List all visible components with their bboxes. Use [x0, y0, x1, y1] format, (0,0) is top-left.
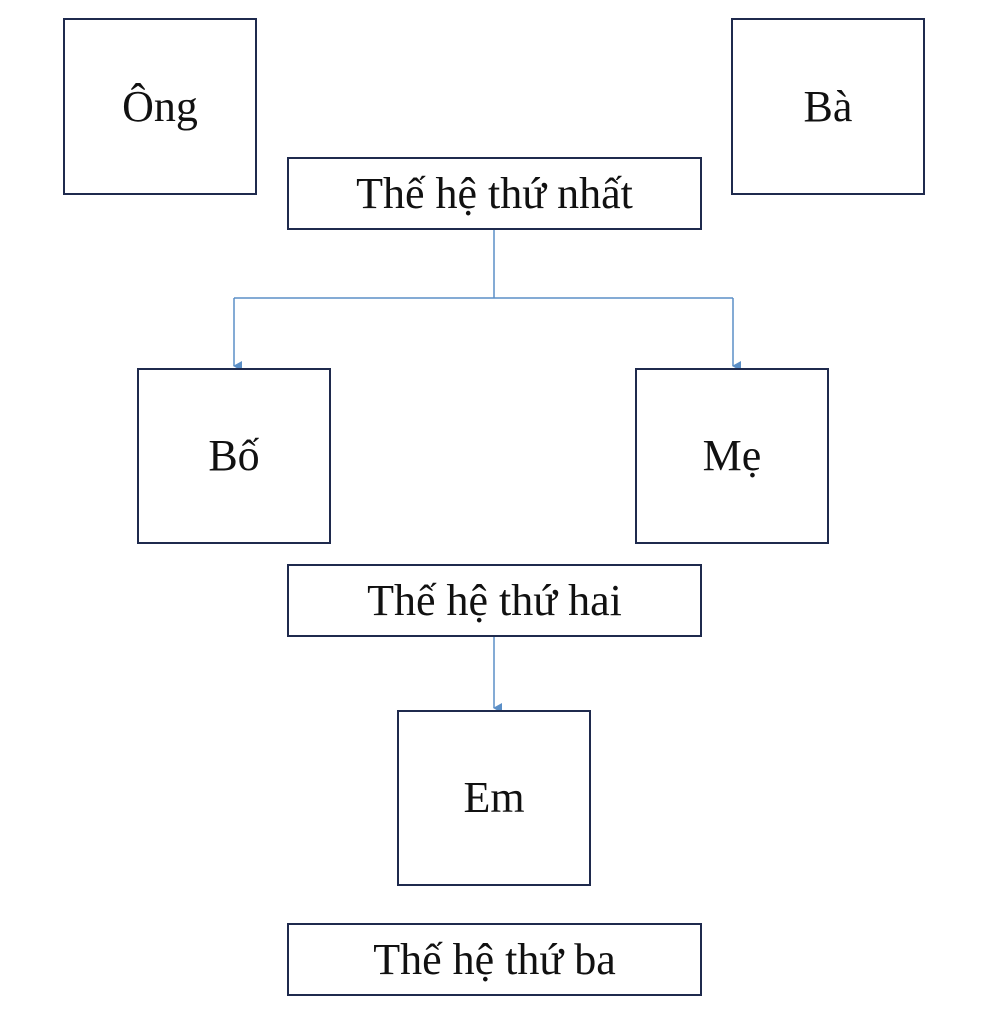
generation-first-text: Thế hệ thứ nhất [356, 168, 633, 218]
node-ong: Ông [63, 18, 257, 195]
node-me: Mẹ [635, 368, 829, 544]
generation-second-text: Thế hệ thứ hai [367, 575, 622, 625]
generation-first-label: Thế hệ thứ nhất [287, 157, 702, 230]
node-bo: Bố [137, 368, 331, 544]
node-ong-label: Ông [122, 81, 198, 131]
node-em-label: Em [463, 773, 525, 822]
generation-third-text: Thế hệ thứ ba [373, 934, 616, 984]
node-me-label: Mẹ [702, 431, 762, 480]
generation-third-label: Thế hệ thứ ba [287, 923, 702, 996]
node-em: Em [397, 710, 591, 886]
generation-second-label: Thế hệ thứ hai [287, 564, 702, 637]
node-bo-label: Bố [208, 431, 260, 480]
node-ba-label: Bà [803, 81, 853, 131]
node-ba: Bà [731, 18, 925, 195]
